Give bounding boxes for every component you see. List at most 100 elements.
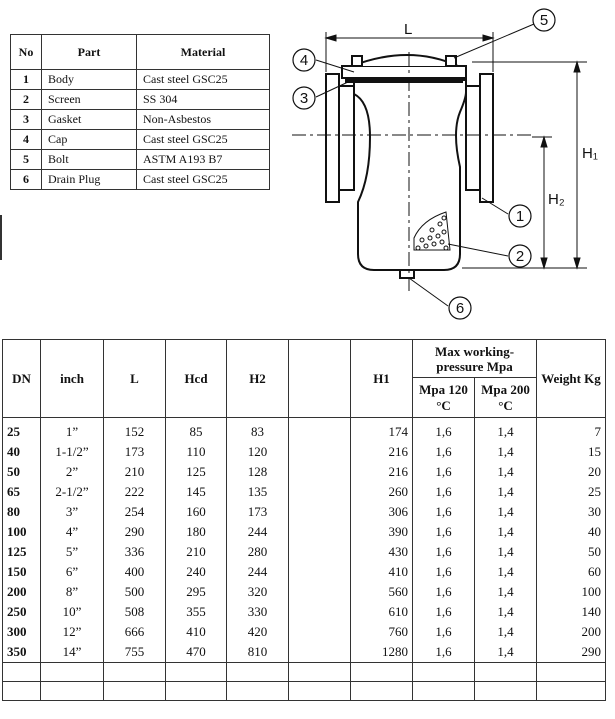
dims-cell-p200: 1,4	[474, 482, 537, 502]
dims-cell-L: 152	[103, 417, 166, 442]
cap-dome	[351, 54, 459, 67]
leader-5	[453, 23, 535, 59]
dim-H2-arrow-top	[540, 135, 548, 148]
dims-cell-h1: 260	[350, 482, 413, 502]
dim-L-arrow-left	[324, 34, 337, 42]
header-inch: inch	[40, 339, 104, 418]
callout-3-label: 3	[300, 90, 308, 107]
leader-2	[447, 243, 509, 257]
dims-cell-h1: 174	[350, 417, 413, 442]
cap	[341, 65, 467, 79]
dims-cell-h1: 216	[350, 442, 413, 462]
dims-header-row-2: Mpa 120 °C Mpa 200 °C	[3, 377, 606, 418]
parts-cell-part: Cap	[41, 129, 137, 150]
dims-cell-p200: 1,4	[474, 602, 537, 622]
dims-cell-L: 400	[103, 562, 166, 582]
dims-cell-p200: 1,4	[474, 502, 537, 522]
parts-cell-material: ASTM A193 B7	[136, 149, 270, 170]
dims-cell-L: 508	[103, 602, 166, 622]
dims-cell-dn: 40	[2, 442, 41, 462]
dims-cell-p120: 1,6	[412, 602, 475, 622]
header-h2: H2	[226, 339, 289, 418]
strainer-drawing: L H₁ H₂ 1 2 3 4 5 6	[292, 8, 598, 320]
dims-cell-L: 666	[103, 622, 166, 642]
parts-cell-material: Cast steel GSC25	[136, 169, 270, 190]
edge-line	[0, 215, 2, 260]
dims-cell-p120: 1,6	[412, 502, 475, 522]
dims-cell-dn: 100	[2, 522, 41, 542]
dims-empty-cell	[226, 662, 289, 682]
dims-cell-p200: 1,4	[474, 522, 537, 542]
dims-cell-p200: 1,4	[474, 642, 537, 663]
callout-5-circle	[532, 8, 556, 32]
parts-cell-part: Drain Plug	[41, 169, 137, 190]
dims-empty-cell	[350, 662, 413, 682]
dims-cell-p200: 1,4	[474, 542, 537, 562]
parts-cell-material: SS 304	[136, 89, 270, 110]
dims-cell-p120: 1,6	[412, 582, 475, 602]
dims-cell-h2: 135	[226, 482, 289, 502]
parts-header-row: No Part Material	[10, 34, 270, 70]
dims-empty-cell	[412, 681, 475, 701]
dims-cell-blank	[288, 642, 351, 663]
dims-cell-dn: 150	[2, 562, 41, 582]
dims-cell-blank	[288, 622, 351, 642]
dims-cell-blank	[288, 562, 351, 582]
dims-cell-weight: 60	[536, 562, 606, 582]
parts-header-part: Part	[41, 34, 137, 70]
dims-cell-h2: 120	[226, 442, 289, 462]
dims-cell-inch: 10”	[40, 602, 104, 622]
bolt-left	[351, 55, 363, 67]
dims-cell-p200: 1,4	[474, 417, 537, 442]
parts-cell-part: Body	[41, 69, 137, 90]
dims-cell-L: 500	[103, 582, 166, 602]
parts-cell-no: 1	[10, 69, 42, 90]
parts-cell-no: 4	[10, 129, 42, 150]
dims-cell-blank	[288, 442, 351, 462]
dims-cell-L: 210	[103, 462, 166, 482]
callout-3-circle	[292, 86, 316, 110]
dims-cell-L: 254	[103, 502, 166, 522]
dims-cell-weight: 30	[536, 502, 606, 522]
callout-6-circle	[448, 296, 472, 320]
dims-cell-hcd: 410	[165, 622, 227, 642]
dims-cell-hcd: 145	[165, 482, 227, 502]
dims-cell-h2: 244	[226, 522, 289, 542]
dims-cell-hcd: 110	[165, 442, 227, 462]
dims-empty-cell	[474, 662, 537, 682]
dims-cell-hcd: 180	[165, 522, 227, 542]
dims-cell-p120: 1,6	[412, 542, 475, 562]
dims-cell-L: 290	[103, 522, 166, 542]
dims-cell-weight: 15	[536, 442, 606, 462]
dims-empty-cell	[288, 681, 351, 701]
dims-cell-blank	[288, 502, 351, 522]
dims-cell-h1: 390	[350, 522, 413, 542]
dims-cell-inch: 12”	[40, 622, 104, 642]
dims-cell-dn: 300	[2, 622, 41, 642]
dim-H1-label: H₁	[582, 145, 598, 162]
dims-cell-inch: 1-1/2”	[40, 442, 104, 462]
dims-cell-h1: 306	[350, 502, 413, 522]
parts-cell-material: Cast steel GSC25	[136, 129, 270, 150]
dim-L-arrow-right	[482, 34, 495, 42]
screen-mesh	[413, 211, 451, 251]
parts-cell-part: Screen	[41, 89, 137, 110]
dims-cell-blank	[288, 417, 351, 442]
leader-3	[315, 81, 349, 98]
dims-cell-hcd: 125	[165, 462, 227, 482]
dims-cell-h1: 1280	[350, 642, 413, 663]
dims-cell-blank	[288, 522, 351, 542]
header-hcd: Hcd	[165, 339, 227, 418]
dims-cell-weight: 290	[536, 642, 606, 663]
dims-cell-p120: 1,6	[412, 622, 475, 642]
parts-cell-part: Bolt	[41, 149, 137, 170]
